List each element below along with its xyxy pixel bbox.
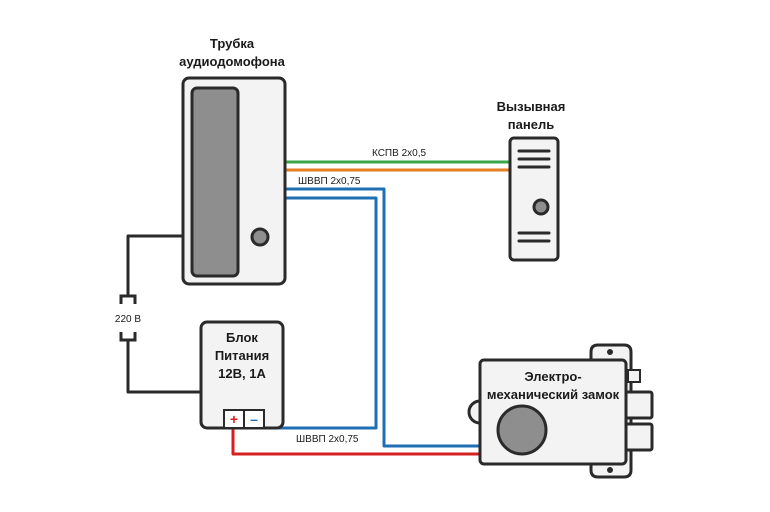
lock: Электро- механический замок [467,343,654,479]
lock-cable-bottom-label: ШВВП 2х0,75 [296,434,359,445]
mains-plug [119,294,137,342]
lock-title-2: механический замок [487,387,620,402]
handset-earpiece [190,86,240,278]
call-panel-speaker-grille-top [517,149,551,169]
handset-button-icon [250,227,270,247]
power-supply: Блок Питания 12В, 1А + – [199,320,285,430]
mains-wire-bottom [126,340,201,394]
plus-terminal-label: + [230,411,238,427]
call-button-icon [532,198,550,216]
lock-cylinder-icon [496,404,548,456]
power-supply-line-2: Питания [215,348,269,363]
call-panel-title-1: Вызывная [497,99,566,114]
handset-title-2: аудиодомофона [179,54,286,69]
mains-label: 220 В [115,314,141,325]
lock-screw-icon [607,349,613,355]
mains-wire-top [126,234,183,296]
blue-wire-outer [285,187,480,448]
call-panel: Вызывная панель [497,99,566,262]
lock-small-pin [627,369,641,383]
lock-latch-bolt-bottom [622,422,654,452]
panel-cable-label: КСПВ 2х0,5 [372,148,426,159]
lock-cable-top-label: ШВВП 2х0,75 [298,176,361,187]
handset: Трубка аудиодомофона [179,36,287,286]
power-supply-line-1: Блок [226,330,258,345]
lock-key-knob [467,399,482,425]
lock-title-1: Электро- [524,369,581,384]
call-panel-title-2: панель [508,117,554,132]
red-wire [231,420,480,456]
lock-latch-bolt-top [622,390,654,420]
power-supply-line-3: 12В, 1А [218,366,266,381]
minus-terminal-label: – [250,411,258,427]
lock-screw-icon [607,467,613,473]
call-panel-speaker-grille-bottom [517,231,551,243]
handset-title-1: Трубка [210,36,255,51]
